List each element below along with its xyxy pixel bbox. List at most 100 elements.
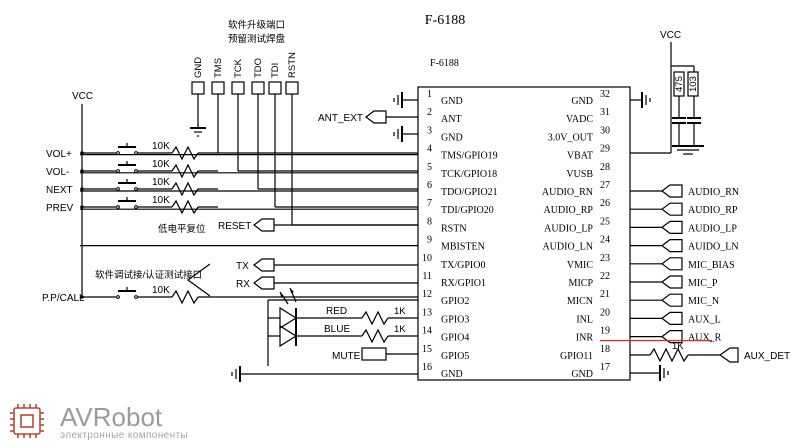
- button-label: VOL-: [46, 167, 69, 178]
- pin-name: MICN: [567, 296, 593, 307]
- pin-name: INL: [576, 314, 593, 325]
- pin-number: 23: [600, 253, 610, 264]
- mute-net: MUTE: [332, 347, 418, 362]
- test-pad-tdo: TDO: [251, 58, 265, 95]
- pin-name: TCK/GPIO18: [441, 169, 497, 180]
- pin-name: GND: [441, 132, 463, 143]
- led-blue-label: BLUE: [324, 324, 350, 335]
- test-pad-label: GND: [193, 57, 204, 78]
- button-label: P.P/CALL: [42, 293, 85, 304]
- mute-label: MUTE: [332, 351, 361, 362]
- ant-ext-label: ANT_EXT: [318, 113, 363, 124]
- pin-number: 32: [600, 89, 610, 100]
- net-label: AUDIO_LP: [688, 223, 737, 234]
- logo-subtitle: электронные компоненты: [60, 430, 188, 441]
- pin-name: VBAT: [567, 151, 593, 162]
- button-resistor: 10K: [152, 159, 170, 170]
- aux-det-resistor: 1K: [672, 341, 684, 352]
- pin-number: 8: [427, 216, 432, 227]
- test-header-caption-2: 预留测试焊盘: [228, 33, 286, 45]
- test-pad-tck: TCK: [231, 58, 245, 95]
- reset-port: [253, 218, 275, 232]
- led-circuit: RED BLUE 1K 1K: [267, 287, 418, 366]
- aux-det-net: 1K AUX_DET: [630, 341, 790, 363]
- button-resistor: 10K: [152, 195, 170, 206]
- net-3: AUIDO_LN: [630, 239, 739, 253]
- pin-number: 19: [600, 326, 610, 337]
- pin-number: 2: [427, 107, 432, 118]
- pin-name: GPIO5: [441, 351, 469, 362]
- chip-pin-30: 303.0V_OUT: [548, 125, 610, 143]
- pin-name: GND: [571, 96, 593, 107]
- pin-name: TDO/GPIO21: [441, 187, 498, 198]
- uart-note: 软件调试接/认证测试接口: [95, 269, 202, 281]
- reset-note: 低电平复位: [158, 223, 206, 235]
- pin-name: RX/GPIO1: [441, 278, 486, 289]
- button-label: NEXT: [46, 185, 73, 196]
- pin-name: AUDIO_LP: [544, 223, 593, 234]
- vcc-label-right: VCC: [660, 30, 681, 41]
- pin-number: 28: [600, 162, 610, 173]
- pin-number: 13: [422, 307, 432, 318]
- test-pad-tdi: TDI: [268, 63, 282, 95]
- schematic-title: F-6188: [425, 13, 465, 28]
- pin-name: MBISTEN: [441, 242, 485, 253]
- net-label: AUDIO_RN: [688, 187, 739, 198]
- uart-tx-label: TX: [236, 261, 249, 272]
- pin-name: AUDIO_LN: [542, 242, 593, 253]
- pin-number: 30: [600, 125, 610, 136]
- gnd-symbol-pin1: [393, 92, 418, 108]
- pin-name: VADC: [566, 114, 593, 125]
- net-label: MIC_BIAS: [688, 260, 735, 271]
- led-blue-icon: [279, 324, 298, 348]
- button-resistor: 10K: [152, 141, 170, 152]
- pin-name: GND: [441, 369, 463, 380]
- pin-number: 9: [427, 235, 432, 246]
- net-label: AUX_R: [688, 333, 722, 344]
- pin-number: 5: [427, 162, 432, 173]
- svg-text:475: 475: [674, 76, 685, 92]
- ant-ext-net: ANT_EXT: [318, 110, 418, 124]
- test-header-caption-1: 软件升级端口: [228, 19, 285, 31]
- net-4: MIC_BIAS: [630, 257, 735, 271]
- capacitor-103: 103: [687, 66, 701, 146]
- pin-number: 10: [422, 253, 432, 264]
- pin-number: 11: [422, 271, 432, 282]
- button-resistor: 10K: [152, 285, 170, 296]
- net-label: MIC_N: [688, 296, 719, 307]
- net-7: AUX_L: [630, 311, 721, 325]
- pin-number: 25: [600, 216, 610, 227]
- gnd-symbol-pin32: [630, 92, 651, 108]
- pin-name: TMS/GPIO19: [441, 151, 498, 162]
- pin-number: 22: [600, 271, 610, 282]
- pin-name: RSTN: [441, 223, 467, 234]
- pin-name: GPIO4: [441, 333, 469, 344]
- net-label: AUX_L: [688, 314, 721, 325]
- button-resistor: 10K: [152, 177, 170, 188]
- net-label: AUDIO_RP: [688, 205, 738, 216]
- test-pad-gnd: GND: [191, 57, 205, 95]
- uart-tx-port: [253, 258, 275, 272]
- uart-bracket: [186, 263, 211, 297]
- pin-name: AUDIO_RN: [542, 187, 593, 198]
